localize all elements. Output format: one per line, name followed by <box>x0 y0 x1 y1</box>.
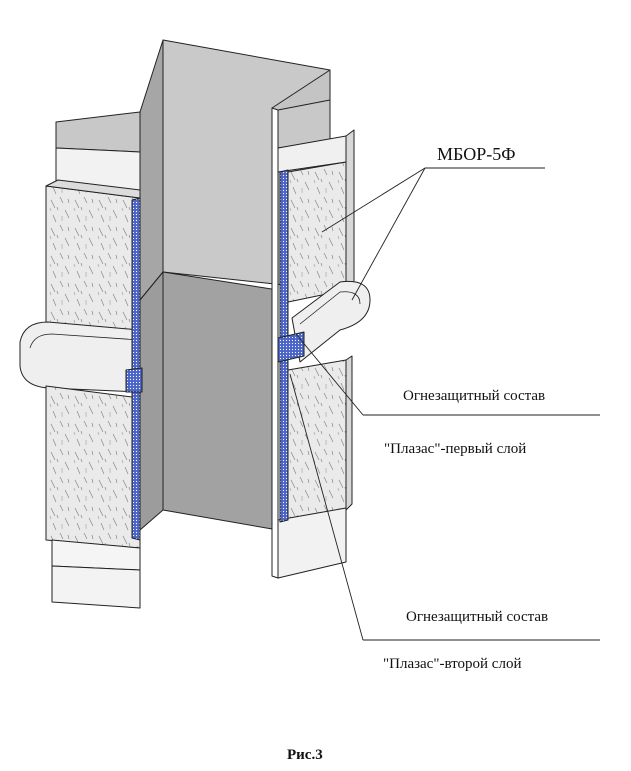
left-joint-coating <box>125 367 143 393</box>
left-upper-insulation-top <box>45 179 141 199</box>
label-fire-coating-1: Огнезащитный состав <box>403 388 546 404</box>
left-upper-insulation <box>45 185 141 343</box>
right-upper-insulation <box>287 161 347 303</box>
left-ring-collar <box>19 321 141 393</box>
left-top-block <box>55 111 141 153</box>
left-lower-insulation <box>45 385 141 549</box>
leader-lines <box>289 167 600 641</box>
right-flange-edge <box>271 107 279 579</box>
column-inner-back-face <box>139 39 164 301</box>
label-fire-coating-2: Огнезащитный состав <box>406 609 549 625</box>
label-plazas-second-layer: "Плазас"-второй слой <box>383 656 522 672</box>
figure-caption: Рис.3 <box>287 747 323 763</box>
left-bottom-block <box>51 565 141 609</box>
right-upper-insulation-side <box>345 129 355 291</box>
label-mbor-5f: МБОР-5Ф <box>437 144 516 164</box>
column-inner-lower-left <box>139 271 164 531</box>
label-plazas-first-layer: "Плазас"-первый слой <box>384 441 527 457</box>
right-ring-collar <box>291 280 371 363</box>
column-inner-lower-face <box>162 271 279 531</box>
right-lower-insulation-side <box>345 355 353 511</box>
